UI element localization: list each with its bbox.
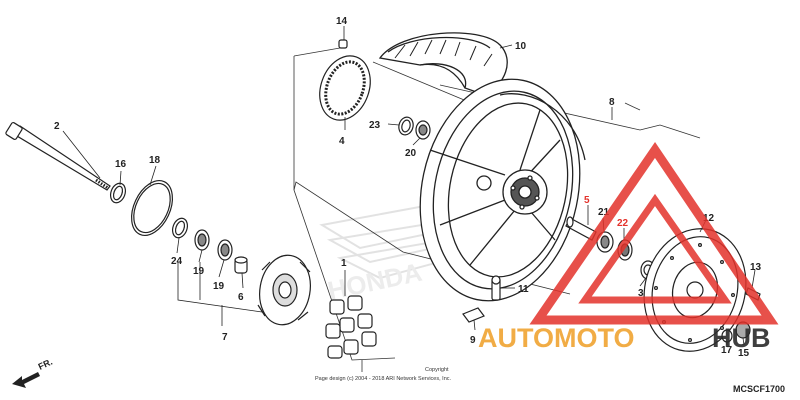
rear-wheel-rim[interactable] [400, 64, 599, 316]
tire-valve[interactable] [491, 275, 501, 301]
part-label-3[interactable]: 3 [638, 288, 644, 299]
wheel-damper-rubbers[interactable] [325, 295, 377, 359]
arrow-icon [12, 372, 40, 388]
part-label-1[interactable]: 1 [341, 258, 347, 269]
part-label-11[interactable]: 11 [518, 284, 529, 295]
balance-weight[interactable] [462, 307, 485, 323]
rear-axle[interactable] [5, 122, 111, 191]
axle-distance-collar[interactable] [565, 216, 597, 241]
front-arrow: FR. [12, 357, 54, 388]
copyright-head: Copyright [425, 367, 449, 373]
part-label-6[interactable]: 6 [238, 292, 244, 303]
svg-text:HONDA: HONDA [325, 257, 425, 306]
pulser-ring[interactable] [311, 49, 379, 127]
part-label-17[interactable]: 17 [721, 345, 733, 356]
part-label-2[interactable]: 2 [54, 121, 60, 132]
part-label-4[interactable]: 4 [339, 136, 345, 147]
part-label-14[interactable]: 14 [336, 16, 348, 27]
part-label-21[interactable]: 20 [405, 148, 417, 159]
part-label-19b[interactable]: 19 [213, 281, 225, 292]
copyright-text: Page design (c) 2004 - 2018 ARI Network … [315, 376, 452, 382]
brand-part1: AUTOMOTO [478, 323, 635, 353]
part-label-10[interactable]: 10 [515, 41, 527, 52]
part-label-24[interactable]: 24 [171, 256, 183, 267]
part-label-9[interactable]: 9 [470, 335, 476, 346]
part-label-19a[interactable]: 19 [193, 266, 205, 277]
brand-part2: HUB [712, 323, 771, 353]
part-label-15[interactable]: 15 [738, 348, 750, 359]
leader-lines [62, 26, 756, 346]
part-labels: 2 16 18 24 19 19 6 7 1 14 4 23 20 10 8 1… [54, 16, 762, 359]
part-label-8[interactable]: 8 [609, 97, 615, 108]
part-label-12[interactable]: 12 [703, 213, 715, 224]
part-label-13[interactable]: 13 [750, 262, 762, 273]
part-label-22[interactable]: 22 [617, 218, 629, 229]
tire[interactable] [378, 32, 508, 96]
pulser-screw[interactable] [338, 39, 348, 49]
collar[interactable] [234, 256, 248, 274]
copyright: Copyright Page design (c) 2004 - 2018 AR… [315, 367, 452, 382]
diagram-code: MCSCF1700 [733, 384, 785, 394]
final-driven-flange[interactable] [254, 251, 315, 329]
automotohub-watermark: AUTOMOTO HUB [478, 142, 779, 353]
front-arrow-label: FR. [37, 357, 54, 372]
part-label-23[interactable]: 23 [369, 120, 381, 131]
part-label-18[interactable]: 18 [149, 155, 161, 166]
part-label-7[interactable]: 7 [222, 332, 228, 343]
part-label-16[interactable]: 16 [115, 159, 127, 170]
part-label-20[interactable]: 21 [598, 207, 610, 218]
logo-icon [529, 142, 779, 325]
part-label-5[interactable]: 5 [584, 195, 590, 206]
